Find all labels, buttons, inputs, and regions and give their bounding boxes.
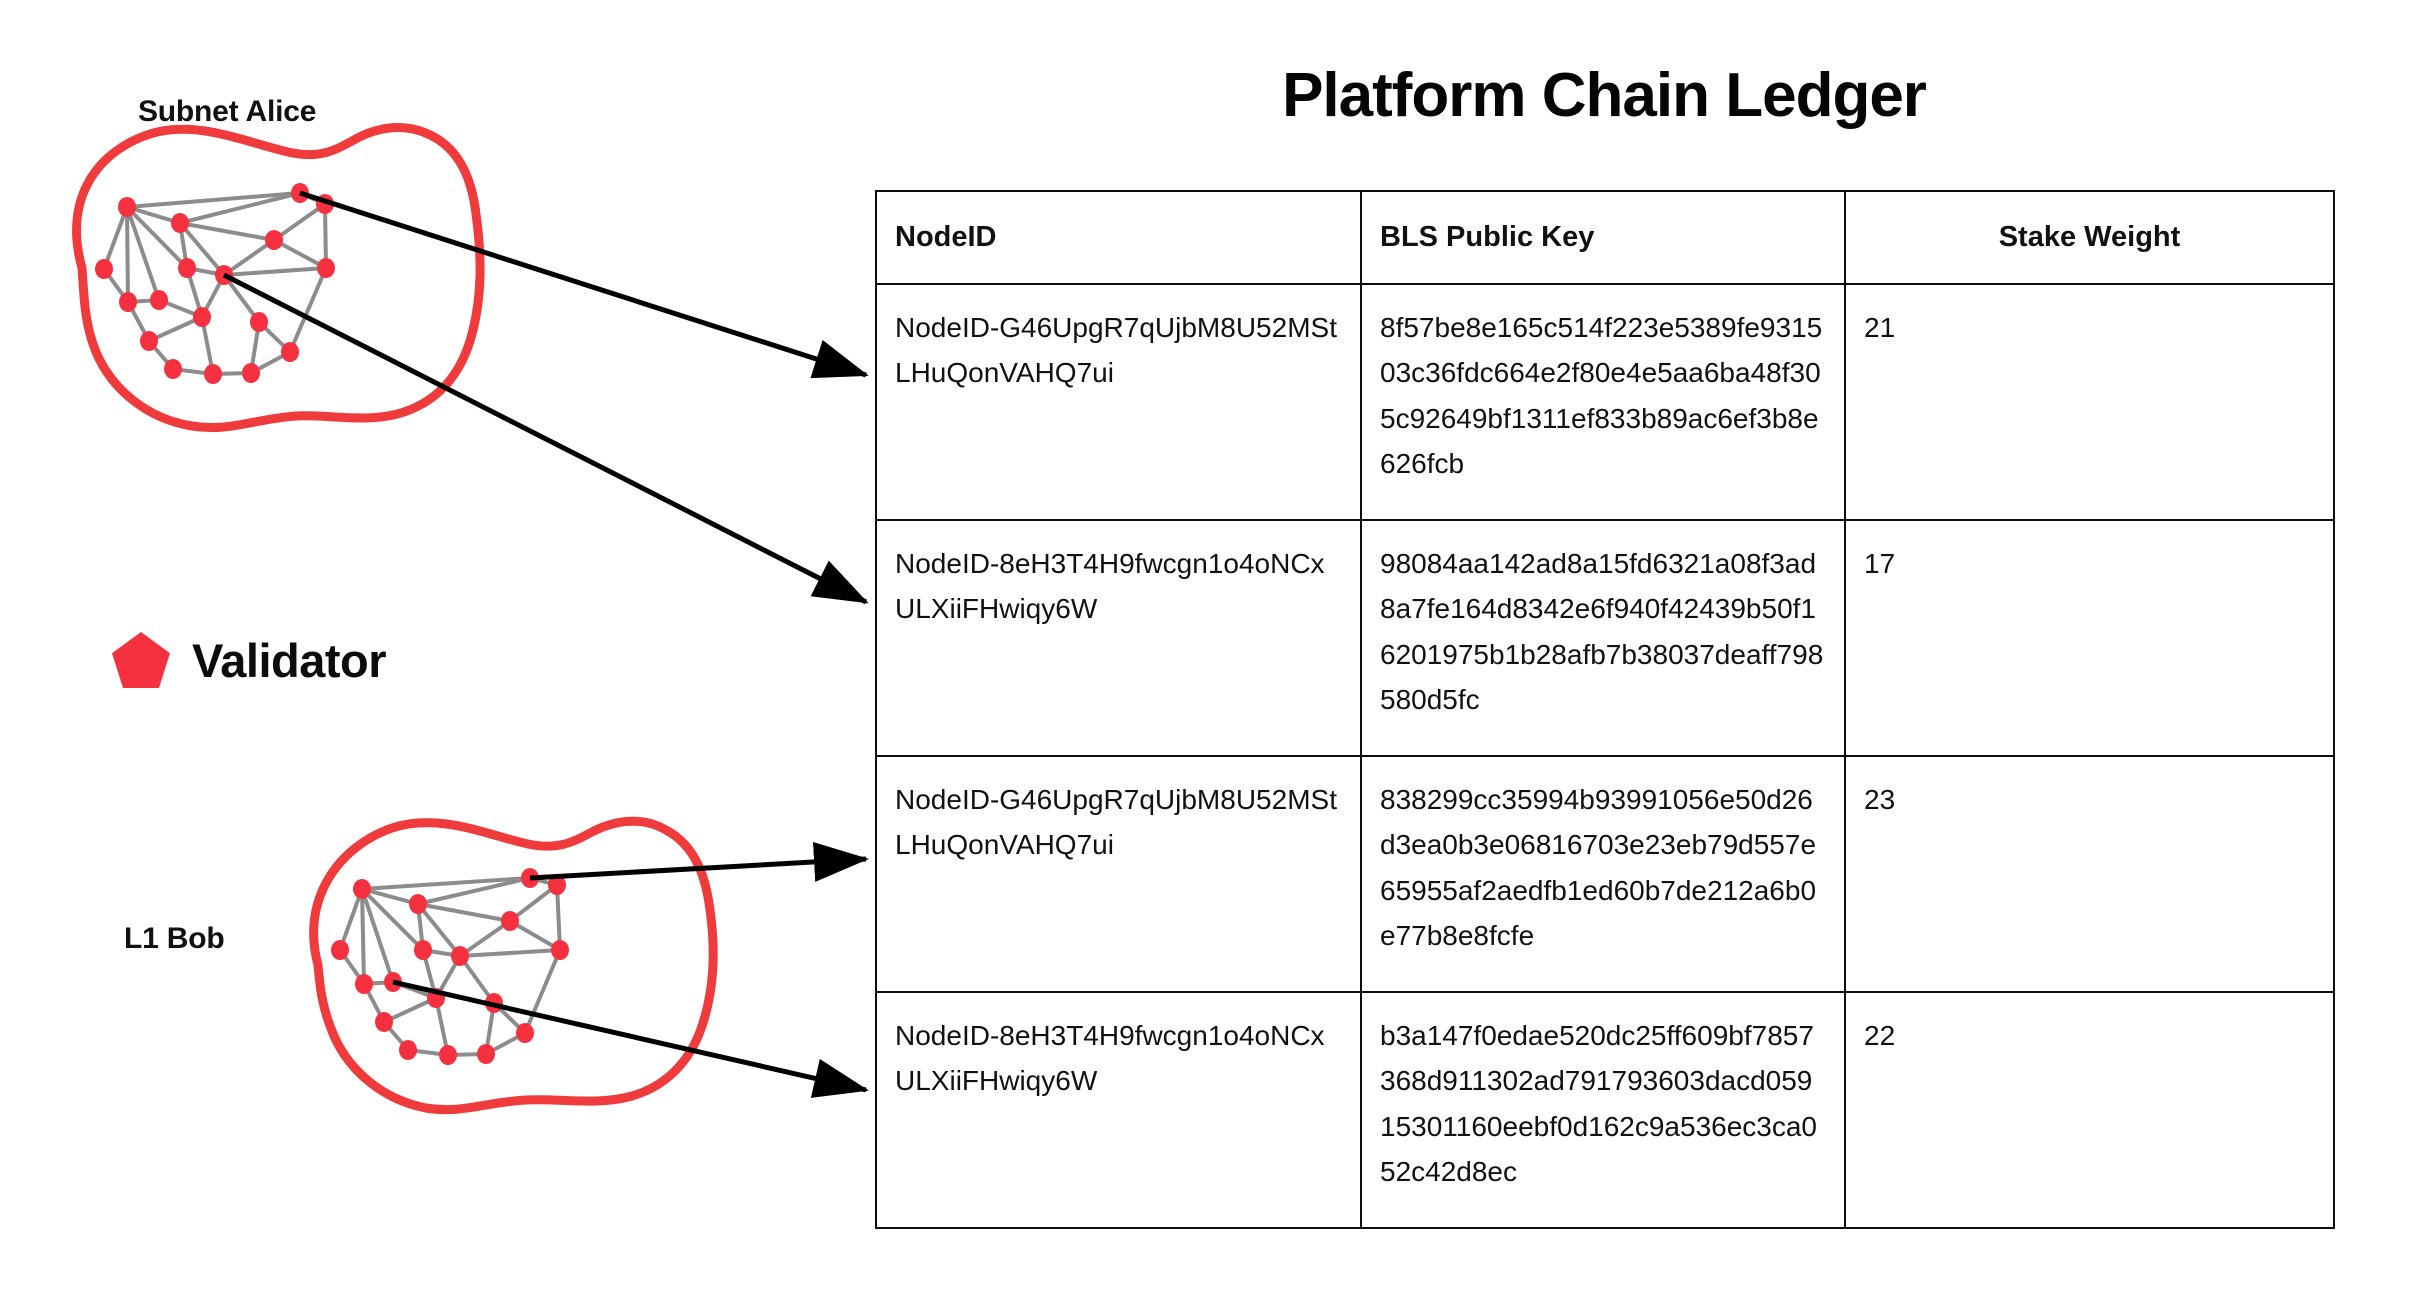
- cell-bls: b3a147f0edae520dc25ff609bf7857368d911302…: [1360, 990, 1846, 1229]
- column-header-nodeid: NodeID: [875, 190, 1362, 285]
- cell-stake: 21: [1844, 282, 2335, 521]
- legend-label: Validator: [192, 633, 387, 687]
- cell-nodeid: NodeID-G46UpgR7qUjbM8U52MStLHuQonVAHQ7ui: [875, 282, 1362, 521]
- column-header-bls: BLS Public Key: [1360, 190, 1846, 285]
- cell-nodeid: NodeID-8eH3T4H9fwcgn1o4oNCxULXiiFHwiqy6W: [875, 990, 1362, 1229]
- arrow-bob-row4: [392, 979, 869, 1098]
- l1-bob-nodes: [331, 868, 569, 1065]
- cell-bls: 838299cc35994b93991056e50d26d3ea0b3e0681…: [1360, 754, 1846, 993]
- subnet-alice-group: [72, 123, 485, 433]
- table-row: NodeID-8eH3T4H9fwcgn1o4oNCxULXiiFHwiqy6W…: [875, 518, 2335, 757]
- table-row: NodeID-G46UpgR7qUjbM8U52MStLHuQonVAHQ7ui…: [875, 754, 2335, 993]
- subnet-alice-nodes: [95, 183, 335, 384]
- column-header-stake: Stake Weight: [1844, 190, 2335, 285]
- table-row: NodeID-G46UpgR7qUjbM8U52MStLHuQonVAHQ7ui…: [875, 282, 2335, 521]
- arrow-alice-row2: [222, 272, 869, 605]
- cell-bls: 98084aa142ad8a15fd6321a08f3ad8a7fe164d83…: [1360, 518, 1846, 757]
- table-header-row: NodeID BLS Public Key Stake Weight: [875, 190, 2335, 285]
- table-row: NodeID-8eH3T4H9fwcgn1o4oNCxULXiiFHwiqy6W…: [875, 990, 2335, 1229]
- cell-stake: 23: [1844, 754, 2335, 993]
- l1-bob-label: L1 Bob: [124, 922, 225, 955]
- cell-nodeid: NodeID-8eH3T4H9fwcgn1o4oNCxULXiiFHwiqy6W: [875, 518, 1362, 757]
- l1-bob-edges: [338, 876, 562, 1057]
- cell-nodeid: NodeID-G46UpgR7qUjbM8U52MStLHuQonVAHQ7ui: [875, 754, 1362, 993]
- arrow-alice-row1: [299, 190, 869, 379]
- cell-stake: 22: [1844, 990, 2335, 1229]
- cell-bls: 8f57be8e165c514f223e5389fe931503c36fdc66…: [1360, 282, 1846, 521]
- page-title: Platform Chain Ledger: [1282, 61, 1927, 130]
- arrow-bob-row3: [529, 841, 869, 882]
- subnet-alice-label: Subnet Alice: [138, 95, 317, 128]
- subnet-alice-outline: [72, 123, 485, 433]
- pentagon-icon: [112, 632, 170, 688]
- l1-bob-outline: [309, 816, 718, 1115]
- l1-bob-group: [309, 816, 718, 1115]
- subnet-alice-edges: [102, 191, 328, 376]
- legend: Validator: [112, 632, 387, 688]
- cell-stake: 17: [1844, 518, 2335, 757]
- platform-chain-ledger-table: NodeID BLS Public Key Stake Weight NodeI…: [875, 190, 2335, 1229]
